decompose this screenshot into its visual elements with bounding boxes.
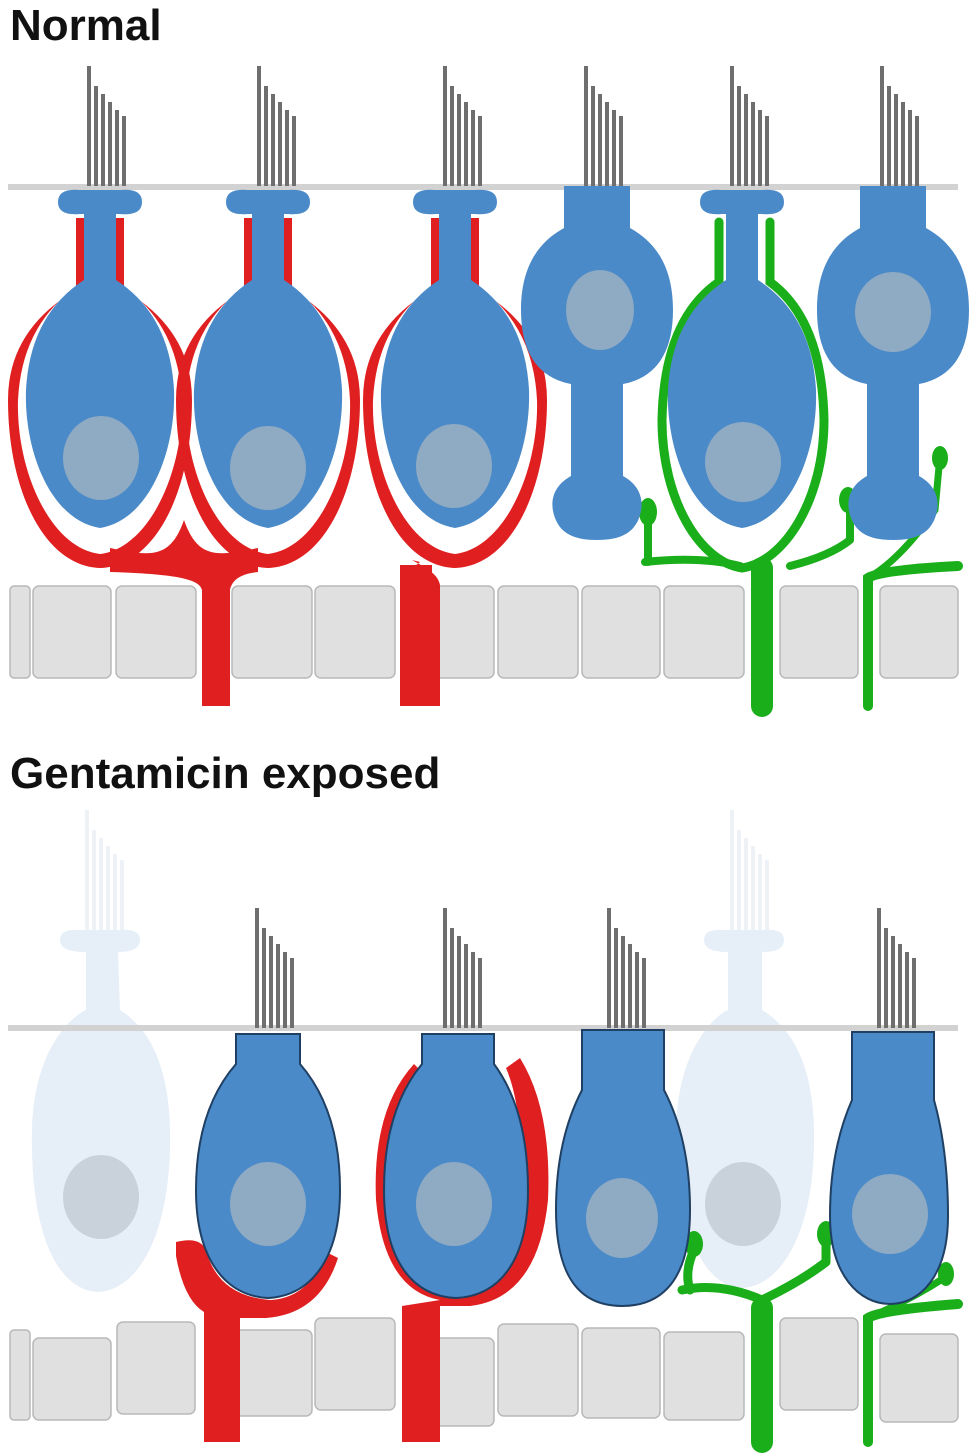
nucleus xyxy=(416,1162,492,1246)
type-II-hair-cell-icon xyxy=(817,186,969,540)
bouton-endings xyxy=(685,1221,954,1286)
bouton-terminal-icon xyxy=(932,446,948,470)
stereocilia-icon xyxy=(255,908,294,1028)
nucleus xyxy=(705,1162,781,1246)
stereocilia-icon xyxy=(85,810,124,930)
stereocilia-icon xyxy=(443,908,482,1028)
normal-panel xyxy=(8,66,969,717)
supporting-cell xyxy=(497,1323,579,1417)
lost-stereocilia xyxy=(85,810,769,930)
lost-nuclei xyxy=(63,1155,781,1246)
calyx-stalk xyxy=(110,520,258,706)
stereocilia-bundles xyxy=(87,66,919,186)
stereocilia-icon xyxy=(877,908,916,1028)
nuclei-exposed xyxy=(230,1162,928,1258)
calyx-terminal-icon xyxy=(363,218,547,568)
stereocilia-bundles xyxy=(255,908,916,1028)
hair-cells-exposed xyxy=(194,1029,950,1308)
supporting-cell xyxy=(581,585,661,679)
stereocilia-icon xyxy=(730,66,769,186)
supporting-cell xyxy=(663,585,745,679)
gentamicin-panel xyxy=(8,810,963,1453)
bouton-terminal-icon xyxy=(639,498,657,526)
panel-title-normal: Normal xyxy=(10,1,162,50)
nucleus xyxy=(855,272,931,352)
type-II-hair-cell-icon xyxy=(554,1029,692,1308)
stereocilia-icon xyxy=(730,810,769,930)
nucleus xyxy=(705,422,781,502)
calyx-stalk xyxy=(400,565,432,706)
supporting-cell xyxy=(116,1321,196,1415)
stereocilia-icon xyxy=(257,66,296,186)
supporting-cell xyxy=(314,585,396,679)
supporting-cell xyxy=(115,585,197,679)
calyx-terminal-icon xyxy=(176,218,360,568)
supporting-cell-layer xyxy=(9,585,959,679)
nucleus xyxy=(416,424,492,508)
apical-membrane-line xyxy=(8,1025,958,1031)
panel-title-gentamicin-exposed: Gentamicin exposed xyxy=(10,749,441,798)
supporting-cell xyxy=(497,585,579,679)
nucleus xyxy=(230,1162,306,1246)
calyx-afferents xyxy=(176,1058,549,1442)
supporting-cell-layer xyxy=(9,1317,959,1427)
nucleus xyxy=(566,270,634,350)
stereocilia-icon xyxy=(584,66,623,186)
stereocilia-icon xyxy=(880,66,919,186)
type-II-hair-cell-icon xyxy=(828,1031,950,1306)
calyx-terminal-icon xyxy=(176,1240,338,1442)
supporting-cell xyxy=(879,585,959,679)
supporting-cell xyxy=(9,1329,31,1421)
nucleus xyxy=(230,426,306,510)
stereocilia-icon xyxy=(607,908,646,1028)
supporting-cell xyxy=(9,585,31,679)
supporting-cell xyxy=(431,1337,495,1427)
supporting-cell xyxy=(663,1331,745,1421)
nucleus xyxy=(586,1178,658,1258)
supporting-cell xyxy=(779,585,859,679)
supporting-cell xyxy=(231,585,313,679)
supporting-cell xyxy=(314,1317,396,1411)
calyx-terminal-icon xyxy=(8,218,192,568)
calyx-terminal-icon xyxy=(375,1058,549,1442)
stereocilia-icon xyxy=(443,66,482,186)
nucleus xyxy=(852,1174,928,1254)
bouton-terminal-icon xyxy=(938,1262,954,1286)
nuclei-normal xyxy=(63,270,931,510)
supporting-cell xyxy=(879,1333,959,1423)
stereocilia-icon xyxy=(87,66,126,186)
apical-membrane-line xyxy=(8,184,958,190)
supporting-cell xyxy=(231,1329,313,1417)
type-II-hair-cell-icon xyxy=(521,186,673,540)
supporting-cell xyxy=(431,585,495,679)
bouton-afferents xyxy=(641,217,963,717)
supporting-cell xyxy=(32,585,112,679)
nucleus xyxy=(63,1155,139,1239)
supporting-cell xyxy=(581,1327,661,1419)
calyx-afferents xyxy=(8,218,547,706)
bouton-terminal-icon xyxy=(685,1231,703,1257)
bouton-fiber xyxy=(641,494,854,570)
supporting-cell xyxy=(779,1317,859,1411)
nucleus xyxy=(63,416,139,500)
supporting-cell xyxy=(32,1337,112,1421)
